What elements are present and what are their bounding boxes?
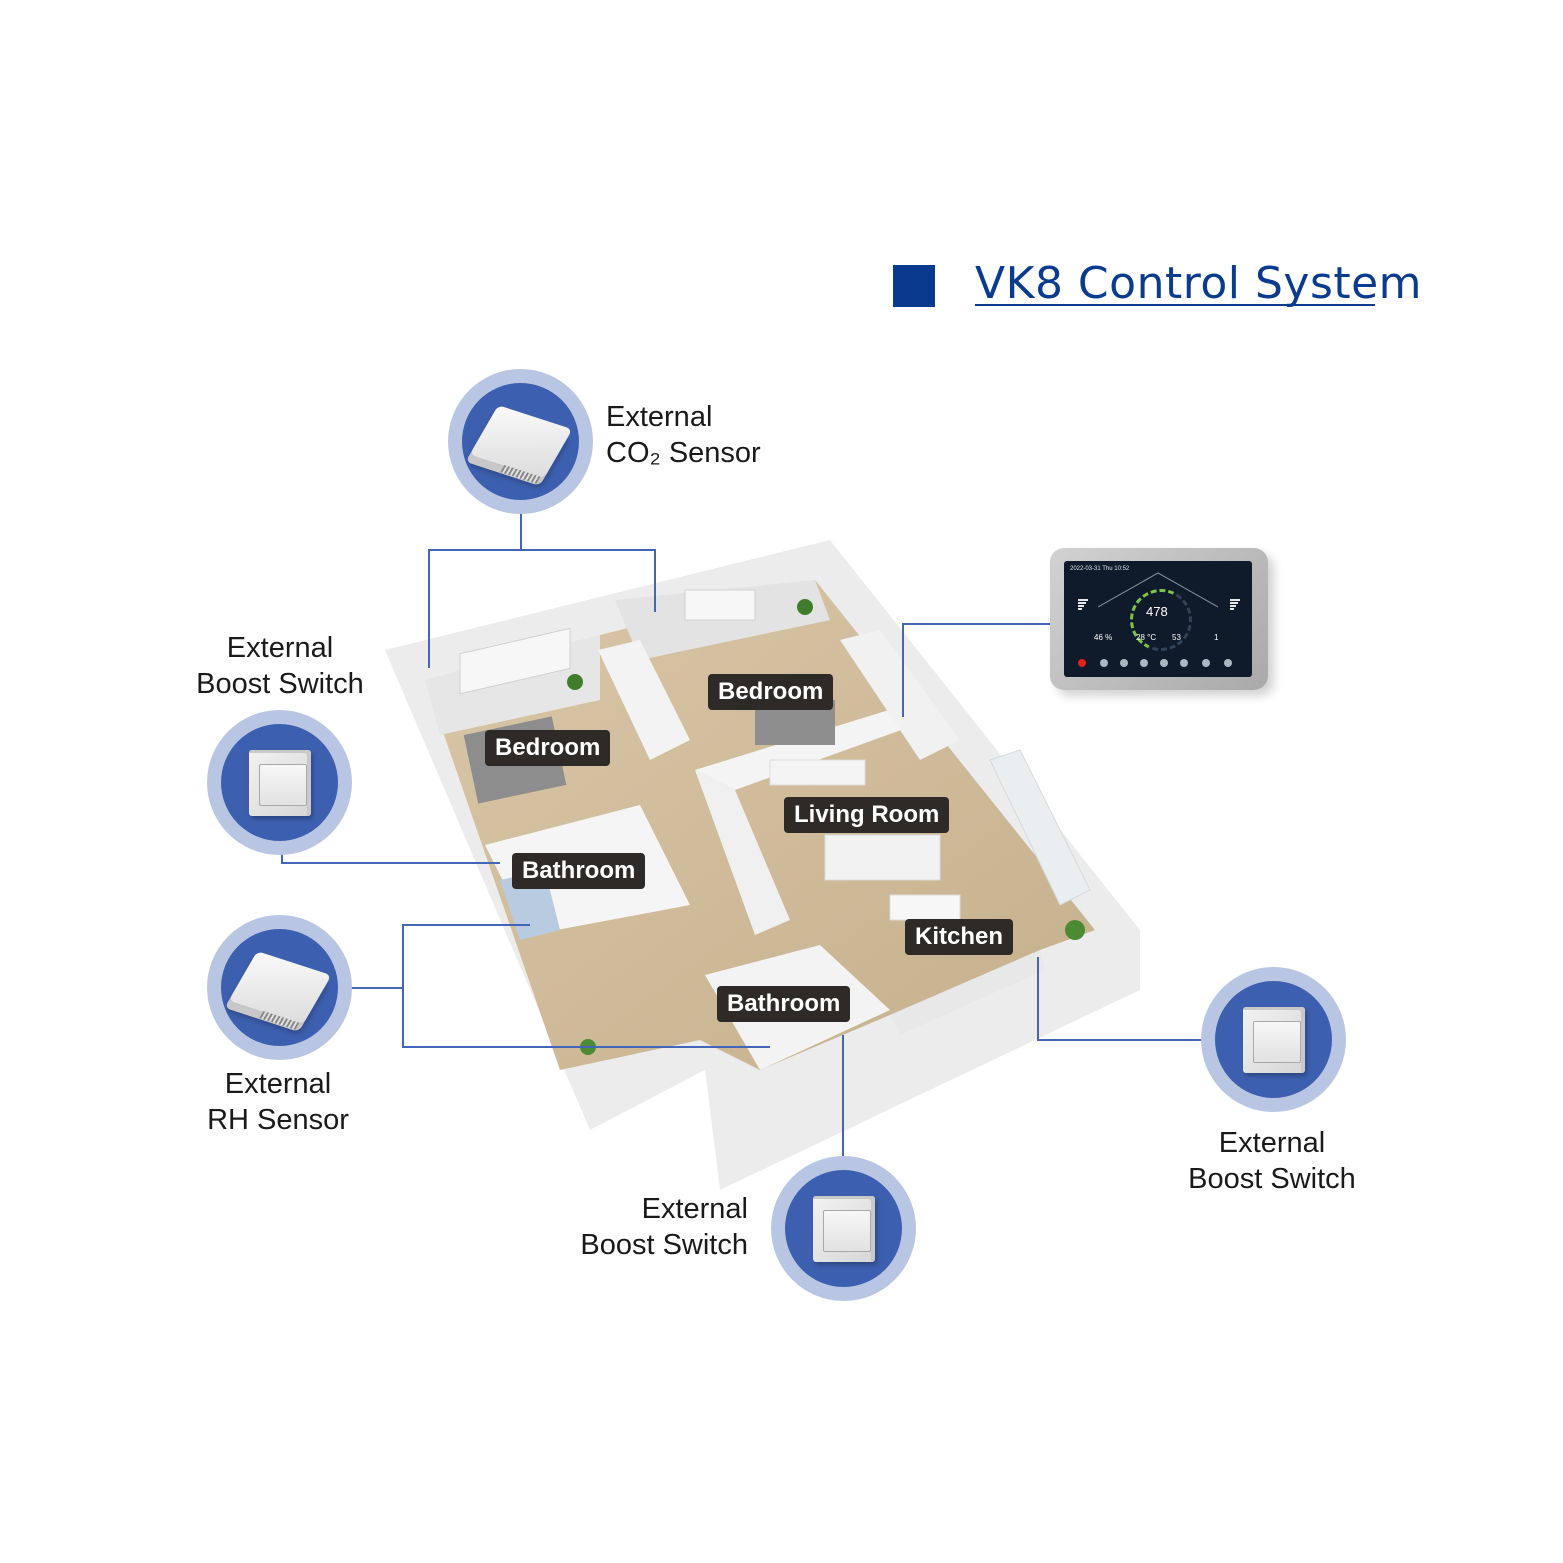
- room-tag-bathroom-bottom: Bathroom: [717, 986, 851, 1022]
- balcony-glass: [989, 749, 1091, 906]
- boost-switch-left-device[interactable]: [207, 710, 352, 855]
- boost-switch-right-device[interactable]: [1201, 967, 1346, 1112]
- label-line: CO₂ Sensor: [606, 437, 761, 469]
- plant: [567, 674, 583, 690]
- title-underline: [975, 304, 1375, 306]
- dining-table: [889, 894, 961, 921]
- boost-switch-right-label: External Boost Switch: [1172, 1125, 1372, 1197]
- boost-switch-circle: [1215, 981, 1332, 1098]
- interior-wall-3: [695, 770, 790, 935]
- label-line: External: [224, 1068, 332, 1100]
- exhaust-fan-bars-icon: [1230, 599, 1240, 611]
- screen-pm: 53: [1172, 633, 1181, 642]
- co2-sensor-device[interactable]: [448, 369, 593, 514]
- lock-icon: [1202, 659, 1210, 667]
- screen-temperature: 28 °C: [1136, 633, 1157, 642]
- screen-humidity: 46 %: [1094, 633, 1113, 642]
- label-line: External: [641, 1193, 748, 1225]
- tv-unit: [769, 759, 866, 786]
- switch-icon: [812, 1195, 875, 1262]
- room-tag-bathroom-left: Bathroom: [512, 853, 646, 889]
- rh-sensor-circle: [221, 929, 338, 1046]
- interior-wall-4: [840, 630, 960, 760]
- room-tag-living-room: Living Room: [784, 797, 950, 833]
- screen-level: 1: [1214, 633, 1219, 642]
- boost-switch-bottom-device[interactable]: [771, 1156, 916, 1301]
- bypass-icon: [1160, 659, 1168, 667]
- fan-icon: [1120, 659, 1128, 667]
- label-line: Boost Switch: [580, 1229, 748, 1261]
- plant: [797, 599, 813, 615]
- controller-screen: 2022-03-31 Thu 10:52 478 46 % 28 °C 53 1: [1064, 561, 1252, 677]
- co2-sensor-label: External CO₂ Sensor: [606, 399, 761, 471]
- plant: [580, 1039, 596, 1055]
- interior-wall-1: [598, 640, 690, 760]
- boost-icon: [1140, 659, 1148, 667]
- label-line: Boost Switch: [1188, 1163, 1356, 1195]
- supply-fan-bars-icon: [1078, 599, 1088, 611]
- interior-wall-2: [695, 705, 915, 790]
- heater-icon: [1180, 659, 1188, 667]
- room-tag-bedroom-left: Bedroom: [485, 730, 611, 766]
- label-line: External: [226, 632, 334, 664]
- sensor-icon: [228, 950, 331, 1030]
- mode-icon: [1100, 659, 1108, 667]
- window-right: [684, 589, 756, 621]
- co2-sensor-circle: [462, 383, 579, 500]
- sensor-icon: [469, 404, 572, 484]
- kitchen-counter: [890, 950, 1045, 1035]
- boost-switch-circle: [785, 1170, 902, 1287]
- boost-switch-left-label: External Boost Switch: [180, 630, 380, 702]
- vk8-controller-device[interactable]: 2022-03-31 Thu 10:52 478 46 % 28 °C 53 1: [1050, 548, 1268, 690]
- page-title: VK8 Control System: [975, 258, 1423, 309]
- label-line: Boost Switch: [196, 668, 364, 700]
- label-line: External: [1218, 1127, 1326, 1159]
- rh-sensor-device[interactable]: [207, 915, 352, 1060]
- title-marker-square: [893, 265, 935, 307]
- screen-co2-value: 478: [1146, 604, 1168, 619]
- switch-icon: [248, 749, 311, 816]
- switch-icon: [1242, 1006, 1305, 1073]
- sofa: [824, 834, 941, 881]
- power-button-icon: [1078, 659, 1086, 667]
- plant: [1065, 920, 1085, 940]
- house-roof-outline: [1098, 572, 1218, 608]
- rh-sensor-label: External RH Sensor: [178, 1066, 378, 1138]
- room-tag-kitchen: Kitchen: [905, 919, 1014, 955]
- boost-switch-bottom-label: External Boost Switch: [548, 1191, 748, 1263]
- label-line: External: [606, 401, 713, 433]
- boost-switch-circle: [221, 724, 338, 841]
- screen-datetime: 2022-03-31 Thu 10:52: [1070, 566, 1130, 572]
- label-line: RH Sensor: [207, 1104, 349, 1136]
- settings-icon: [1224, 659, 1232, 667]
- room-tag-bedroom-right: Bedroom: [708, 674, 834, 710]
